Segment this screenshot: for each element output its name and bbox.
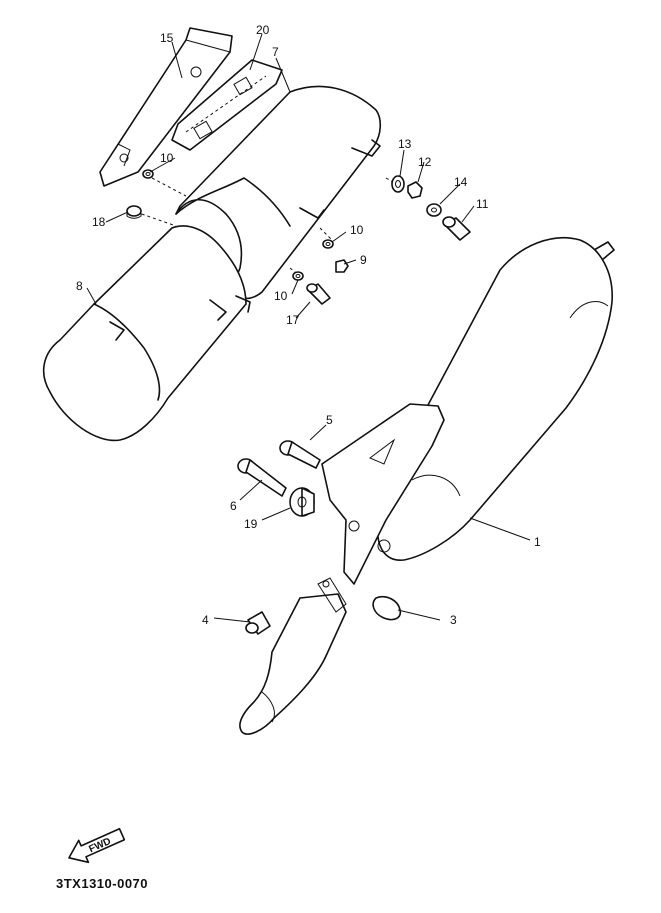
alignment-line [151, 177, 187, 197]
alignment-line [319, 227, 333, 241]
exhaust-pipe [239, 577, 347, 735]
callout-15: 15 [160, 31, 174, 45]
muffler-part-1 [377, 236, 615, 561]
bolt-part-5 [279, 440, 321, 469]
protector-lower-part-8 [42, 225, 251, 442]
nut-part-9 [335, 259, 349, 273]
callout-1: 1 [534, 535, 541, 549]
callout-20: 20 [256, 23, 270, 37]
label-part-20 [171, 59, 283, 151]
collar-part-13 [391, 175, 405, 193]
callout-11: 11 [476, 197, 489, 211]
bolt-part-6 [237, 458, 287, 497]
callout-17: 17 [286, 313, 300, 327]
alignment-line [135, 211, 177, 227]
callout-9: 9 [360, 253, 367, 267]
callout-10-b: 10 [350, 223, 364, 237]
washer-part-10-b [322, 239, 334, 249]
callout-10-a: 10 [160, 151, 174, 165]
callout-4: 4 [202, 613, 209, 627]
grommet-part-18 [126, 205, 142, 219]
callouts: 15 20 7 10 18 8 13 12 14 11 10 9 10 17 5… [76, 23, 541, 627]
damper-part-19 [289, 487, 315, 517]
screw-part-17 [306, 283, 331, 305]
muffler-bracket [321, 403, 445, 585]
emblem-part-15 [99, 27, 233, 187]
callout-6: 6 [230, 499, 237, 513]
callout-8: 8 [76, 279, 83, 293]
drawing-code: 3TX1310-0070 [56, 876, 148, 891]
fwd-label: FWD [87, 836, 112, 855]
callout-10-c: 10 [274, 289, 288, 303]
bolt-part-4 [245, 611, 271, 635]
nut-part-12 [407, 181, 423, 199]
callout-14: 14 [454, 175, 468, 189]
callout-19: 19 [244, 517, 258, 531]
bolt-part-11 [442, 216, 471, 241]
leader-lines [86, 33, 531, 623]
callout-18: 18 [92, 215, 106, 229]
callout-13: 13 [398, 137, 412, 151]
callout-3: 3 [450, 613, 457, 627]
callout-12: 12 [418, 155, 432, 169]
washer-part-14 [426, 203, 442, 217]
callout-5: 5 [326, 413, 333, 427]
callout-7: 7 [272, 45, 279, 59]
washer-part-10-c [292, 271, 304, 281]
gasket-part-3 [372, 595, 402, 621]
forward-direction-arrow-icon: FWD [68, 827, 126, 864]
